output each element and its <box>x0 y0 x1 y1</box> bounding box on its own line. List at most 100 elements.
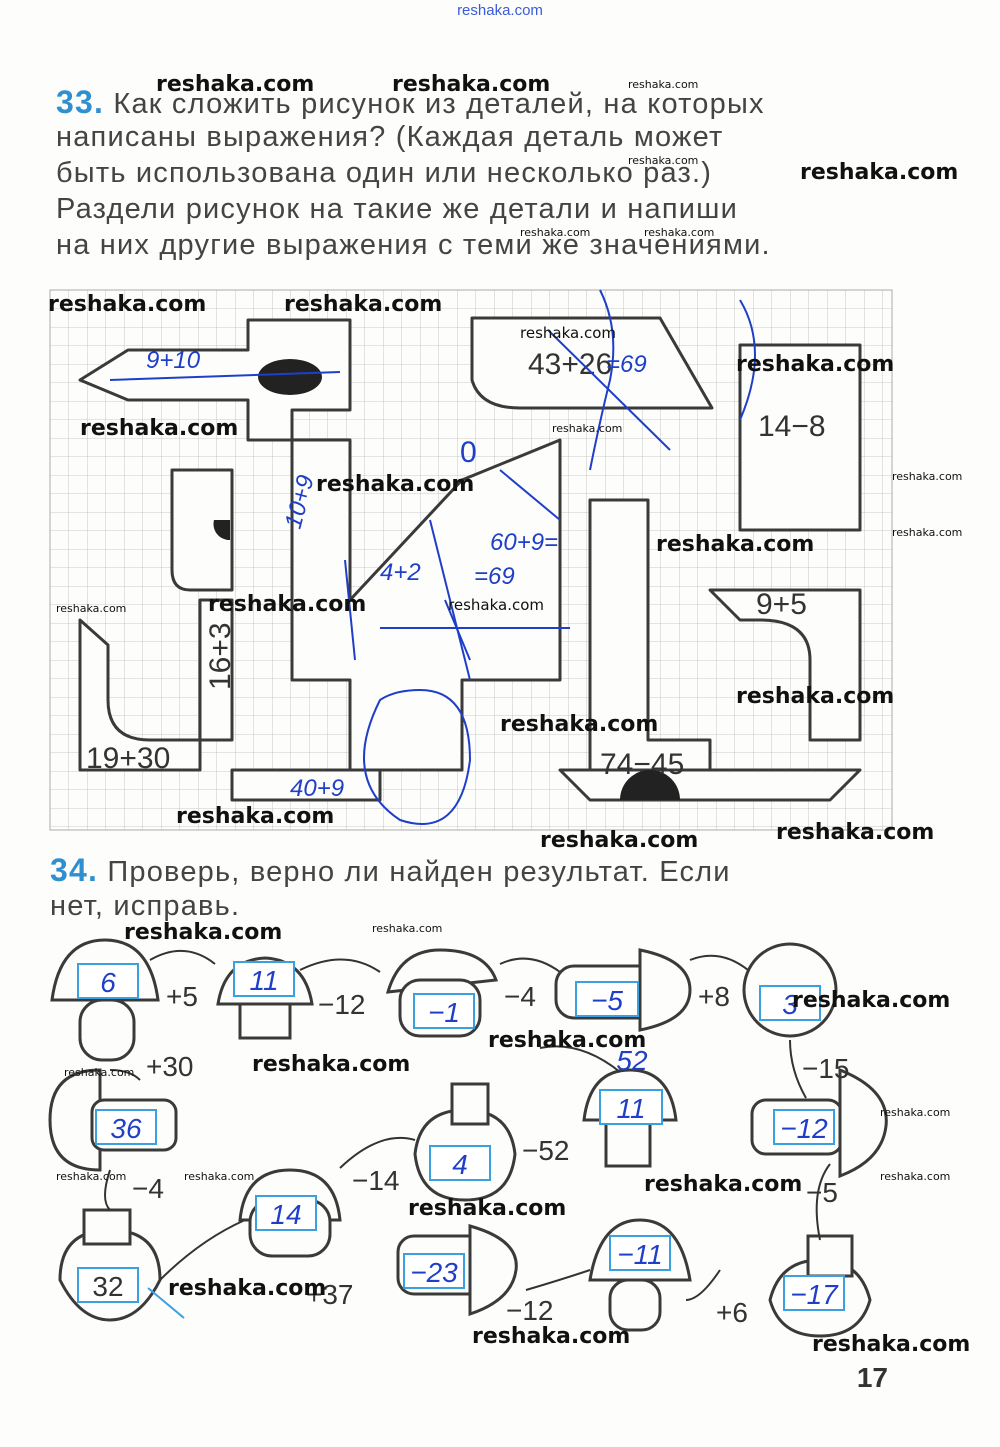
watermark: reshaka.com <box>56 602 127 615</box>
site-header[interactable]: reshaka.com <box>457 2 543 19</box>
watermark: reshaka.com <box>316 472 475 497</box>
box-value-4: −5 <box>591 985 623 1016</box>
foot-left <box>230 768 382 802</box>
expr-19-30: 19+30 <box>86 742 170 775</box>
expr-14-8: 14−8 <box>758 410 826 443</box>
task34-line-2: нет, исправь. <box>50 890 241 922</box>
mushroom-cap-4 <box>638 948 692 1032</box>
mushroom-cap-12 <box>468 1224 518 1317</box>
box-4[interactable] <box>575 981 639 1017</box>
hw-eq-69-b: =69 <box>474 563 515 590</box>
mushroom-stem-2 <box>238 1002 292 1040</box>
mushroom-stem-13 <box>608 1278 662 1332</box>
box-12[interactable] <box>403 1253 465 1289</box>
wing-piece <box>170 468 234 592</box>
task33-line-3: быть использована один или несколько раз… <box>56 157 713 189</box>
watermark: reshaka.com <box>736 352 895 377</box>
box-6[interactable] <box>95 1109 157 1145</box>
box-9[interactable] <box>429 1145 491 1181</box>
watermark: reshaka.com <box>540 828 699 853</box>
watermark: reshaka.com <box>628 154 699 167</box>
eye-shape <box>258 359 322 395</box>
watermark: reshaka.com <box>168 1276 327 1301</box>
watermark: reshaka.com <box>880 1106 951 1119</box>
correction-52: 52 <box>616 1045 648 1076</box>
mushroom-stem-7 <box>604 1118 652 1168</box>
piece-14-8 <box>738 343 862 532</box>
box-10[interactable] <box>255 1195 317 1231</box>
task34-number: 34. <box>50 852 99 888</box>
box-value-14: −17 <box>790 1279 839 1310</box>
watermark: reshaka.com <box>500 712 659 737</box>
box-value-13: −11 <box>617 1239 662 1270</box>
page-number: 17 <box>856 1362 888 1393</box>
task33-line-1: 33. Как сложить рисунок из деталей, на к… <box>56 84 765 120</box>
wing-dot <box>213 520 230 541</box>
box-value-5: 3 <box>782 989 798 1020</box>
watermark: reshaka.com <box>80 416 239 441</box>
op-9: −4 <box>132 1173 164 1204</box>
hw-zero: 0 <box>460 436 477 469</box>
hw-9-10: 9+10 <box>146 347 201 374</box>
box-14[interactable] <box>783 1275 845 1311</box>
box-8[interactable] <box>773 1109 835 1145</box>
watermark: reshaka.com <box>628 78 699 91</box>
watermark: reshaka.com <box>408 1196 567 1221</box>
watermark: reshaka.com <box>124 920 283 945</box>
watermark: reshaka.com <box>892 470 963 483</box>
box-5[interactable] <box>759 985 821 1021</box>
task33-figure: 43+26 14−8 16+3 9+5 19+30 74−45 9+10 =69… <box>49 289 893 831</box>
box-1[interactable] <box>77 963 139 999</box>
op-11: +37 <box>306 1279 354 1310</box>
watermark: reshaka.com <box>880 1170 951 1183</box>
expr-9-5: 9+5 <box>756 588 807 621</box>
watermark: reshaka.com <box>892 526 963 539</box>
op-10: −5 <box>806 1177 838 1208</box>
watermark: reshaka.com <box>448 596 544 614</box>
box-2[interactable] <box>233 961 295 997</box>
box-value-8: −12 <box>780 1113 828 1144</box>
mushroom-stem-11 <box>82 1208 132 1246</box>
op-8: −14 <box>352 1165 400 1196</box>
box-value-2: 11 <box>249 965 278 996</box>
check-arrow <box>147 1287 185 1319</box>
expr-43-26: 43+26 <box>528 348 612 381</box>
mushroom-stem-9 <box>450 1082 490 1126</box>
hw-60-9: 60+9= <box>490 529 558 556</box>
op-7: −52 <box>522 1135 570 1166</box>
op-5: +30 <box>146 1051 194 1082</box>
task33-number: 33. <box>56 84 105 120</box>
task34-line-1: 34. Проверь, верно ли найден результат. … <box>50 852 731 888</box>
box-13[interactable] <box>609 1235 671 1271</box>
piece-9-5 <box>708 588 862 742</box>
box-value-11: 32 <box>92 1271 123 1302</box>
watermark: reshaka.com <box>520 226 591 239</box>
piece-43-26 <box>470 316 714 410</box>
expr-74-45: 74−45 <box>600 748 684 781</box>
box-value-9: 4 <box>452 1149 468 1180</box>
task33-line-2: написаны выражения? (Каждая деталь может <box>56 121 724 153</box>
watermark: reshaka.com <box>656 532 815 557</box>
watermark: reshaka.com <box>372 922 443 935</box>
box-11[interactable] <box>77 1267 139 1303</box>
piece-16-3 <box>198 598 234 742</box>
box-value-3: −1 <box>428 997 460 1028</box>
piece-19-30 <box>78 618 202 772</box>
op-1: +5 <box>166 981 198 1012</box>
box-value-6: 36 <box>110 1113 142 1144</box>
head-piece <box>78 318 352 442</box>
watermark: reshaka.com <box>472 1324 631 1349</box>
watermark: reshaka.com <box>64 1066 135 1079</box>
box-3[interactable] <box>413 993 475 1029</box>
watermark: reshaka.com <box>644 1172 803 1197</box>
box-7[interactable] <box>599 1089 663 1125</box>
op-2: −12 <box>318 989 366 1020</box>
task33-line-5: на них другие выражения с теми же значен… <box>56 229 771 261</box>
watermark: reshaka.com <box>392 72 551 97</box>
mushroom-cap-8 <box>838 1067 888 1179</box>
watermark: reshaka.com <box>520 324 616 342</box>
half-circle <box>620 770 680 800</box>
watermark: reshaka.com <box>488 1028 647 1053</box>
watermark: reshaka.com <box>284 292 443 317</box>
op-13: +6 <box>716 1297 748 1328</box>
